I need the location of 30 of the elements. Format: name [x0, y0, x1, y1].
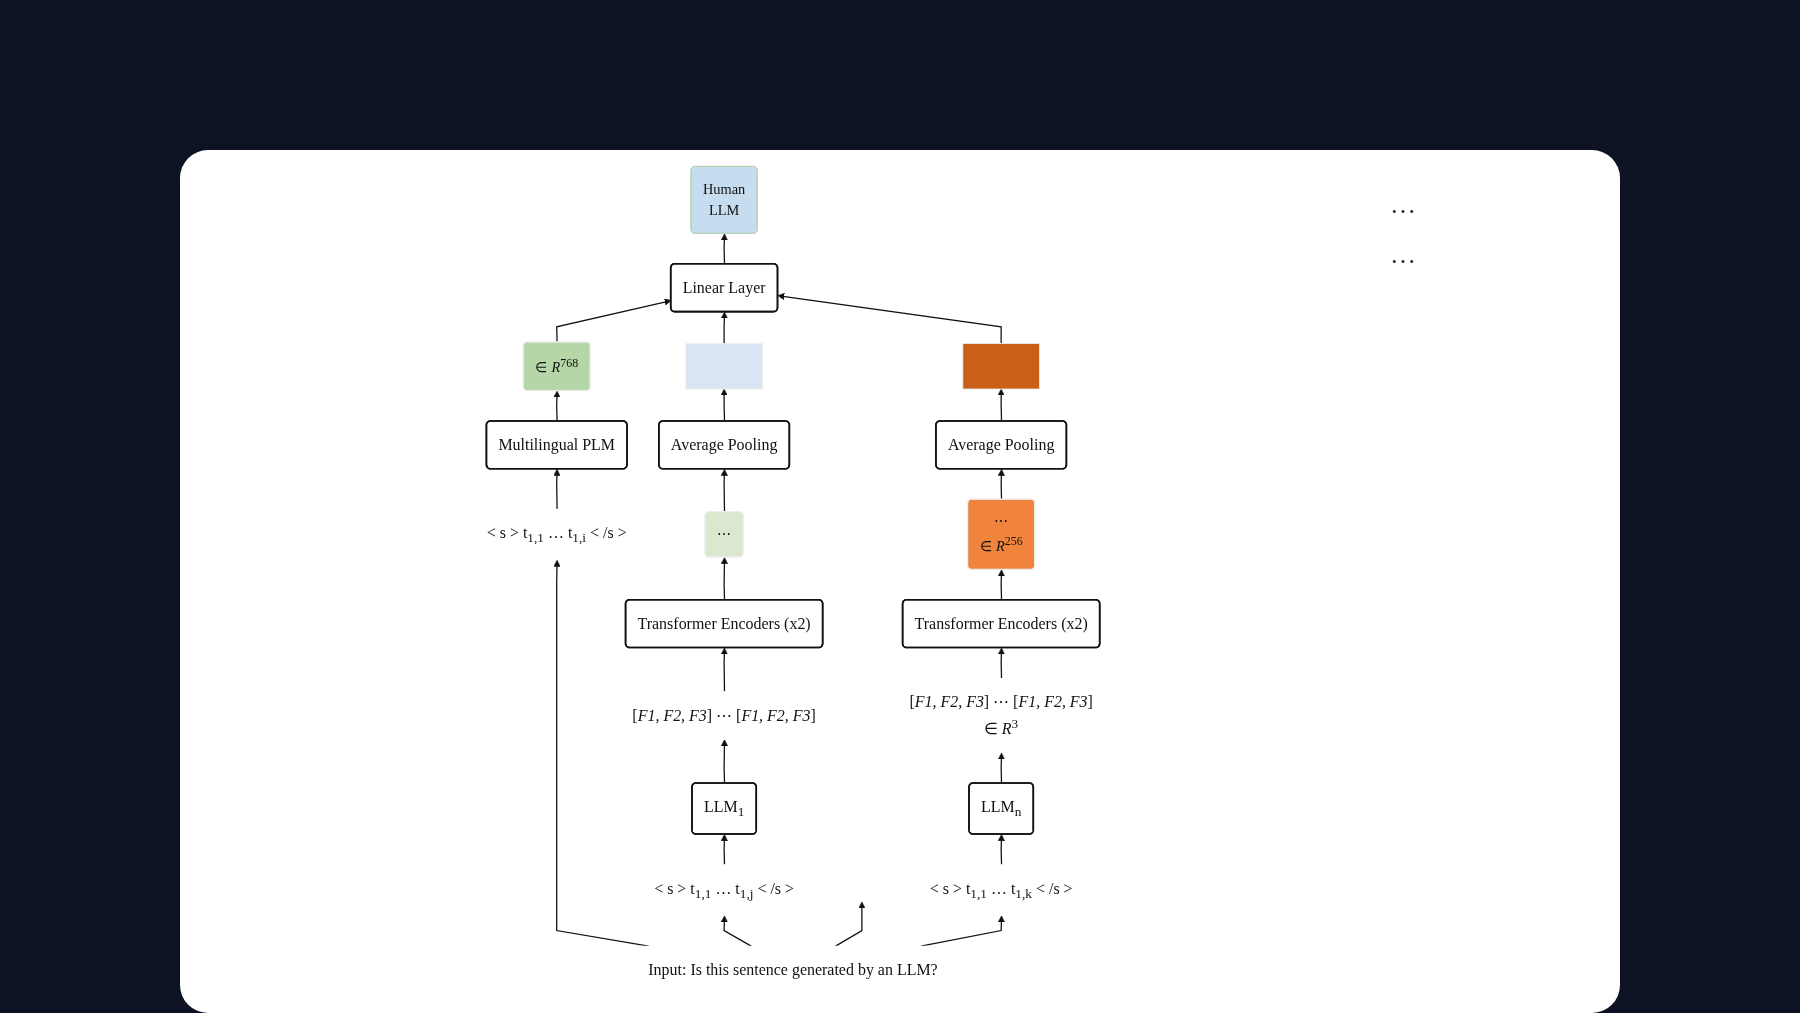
node-text: [F1, F2, F3] ⋯ [F1, F2, F3]	[632, 706, 817, 725]
arrow	[920, 915, 1006, 947]
arrow	[998, 569, 1006, 601]
node-bar	[685, 343, 763, 390]
arrow	[998, 468, 1006, 501]
node-text: Input: Is this sentence generated by an LLM?	[648, 960, 938, 979]
node-bar	[962, 343, 1041, 390]
ellipsis-text: …	[1390, 240, 1417, 270]
node-text: [F1, F2, F3] ⋯ [F1, F2, F3] ∈ R$^{3}$	[909, 693, 1094, 738]
ellipsis-text: …	[1390, 190, 1417, 220]
arrow	[721, 834, 728, 866]
arrow	[721, 647, 728, 693]
arrow	[998, 647, 1006, 679]
arrow	[721, 739, 729, 784]
arrow	[721, 311, 728, 345]
arrow	[721, 557, 729, 601]
node-text: < s > t$_{1,1}$ … t$_{1,k}$ < /s >	[929, 879, 1073, 902]
arrow	[553, 468, 561, 510]
arrow	[998, 834, 1006, 866]
arrow	[721, 468, 728, 513]
arrow	[777, 293, 1002, 345]
arrow	[997, 388, 1005, 422]
arrow	[721, 915, 753, 947]
arrow	[553, 390, 561, 422]
arrow	[998, 752, 1006, 784]
node-text: < s > t$_{1,1}$ … t$_{1,i}$ < /s >	[486, 523, 627, 546]
arrow	[720, 388, 728, 422]
arrow	[835, 901, 866, 947]
arrow	[721, 233, 728, 265]
node-text: < s > t$_{1,1}$ … t$_{1,j}$ < /s >	[654, 879, 795, 902]
